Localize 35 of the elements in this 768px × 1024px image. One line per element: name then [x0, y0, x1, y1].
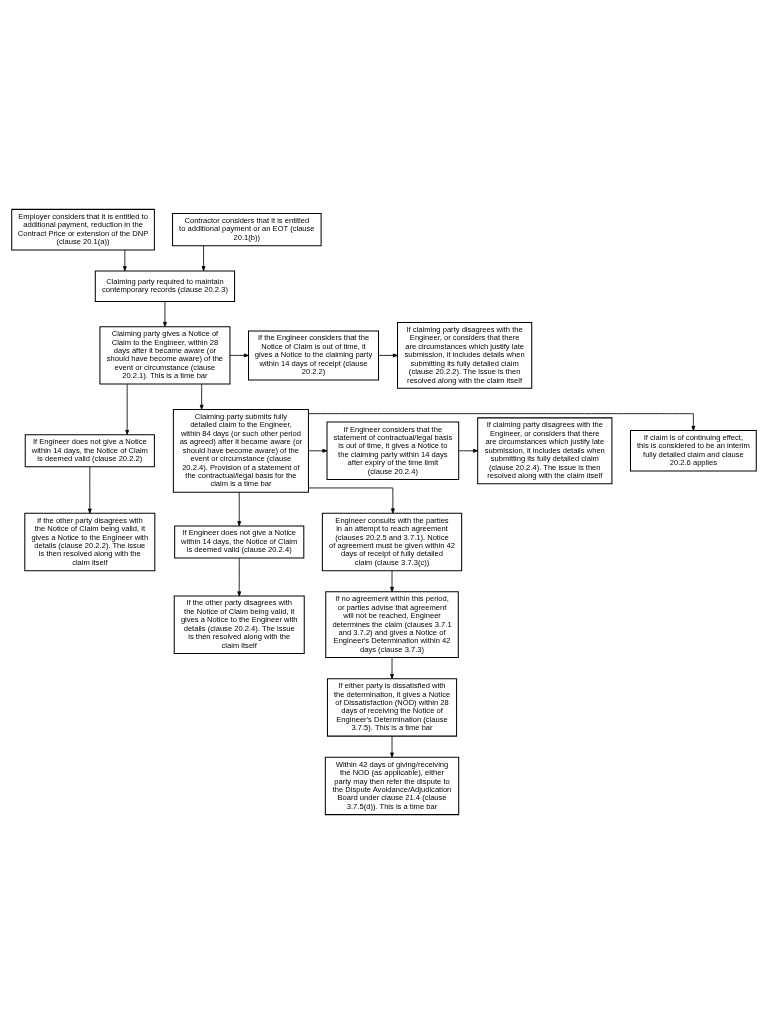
- node-box: Claiming party required to maintain contemporary records (clause 20.2.3): [94, 270, 236, 302]
- node-box: If Engineer does not give a Notice within 14 days, the Notice of Claim is deemed valid (clause 20.2.2): [24, 434, 155, 468]
- arrow: [229, 353, 249, 358]
- node-box: If Engineer considers that the statement of contractual/legal basis is out of time, it gives a Notice to the claiming party within 14 days after expiry of the time limit (clause 20.2.4): [326, 421, 460, 480]
- arrow: [308, 487, 395, 514]
- node-box: Employer considers that it is entitled to additional payment, reduction in the Contract Price or extension of the DNP (clause 20.1(a)): [11, 208, 155, 251]
- node-box: Contractor considers that it is entitled to additional payment or an EOT (clause 20.1(b)): [172, 213, 322, 247]
- arrow: [201, 245, 206, 272]
- arrow: [390, 570, 394, 592]
- node-box: If claim is of continuing effect, this is considered to be an interim fully detailed claim and clause 20.2.6 applies: [630, 430, 757, 472]
- node-box: If the Engineer considers that the Notice of Claim is out of time, it gives a Notice to the claiming party within 14 days of receipt (clause 20.2.2): [248, 330, 379, 381]
- arrow: [87, 466, 92, 514]
- node-box: Within 42 days of giving/receiving the NOD (as applicable), either party may then refer the dispute to the Dispute Avoidance/Adjudication Board under clause 21.4 (clause 3.7.5(d)). This is a time bar: [324, 756, 460, 816]
- node-box: If claiming party disagrees with the Engineer, or considers that there are circumstances which justify late submission, it includes details when submitting its fully detailed claim (clause 20.2.4). The issue is then resolved along with the claim itself: [477, 417, 613, 485]
- arrow: [237, 491, 242, 527]
- arrow: [125, 383, 130, 435]
- node-box: If Engineer does not give a Notice within 14 days, the Notice of Claim is deemed valid (clause 20.2.4): [174, 525, 305, 559]
- arrow: [390, 735, 394, 758]
- arrow: [390, 657, 394, 680]
- node-box: If either party is dissatisfied with the determination, it gives a Notice of Dissatisfaction (NOD) within 28 days of receiving the Notice of Engineer's Determination (clause 3.7.5). This is a time bar: [326, 678, 458, 737]
- node-box: Claiming party gives a Notice of Claim to the Engineer, within 28 days after it became aware (or should have become aware) of the event or circumstance (clause 20.2.1). This is a time bar: [99, 326, 231, 385]
- arrow: [199, 383, 204, 410]
- node-box: Engineer consults with the parties in an attempt to reach agreement (clauses 20.2.5 and 3.7.1). Notice of agreement must be given within 42 days of receipt of fully detailed claim (clause 3.7.3(c)): [321, 512, 463, 572]
- arrow: [308, 448, 328, 453]
- arrow: [378, 353, 398, 358]
- node-box: If the other party disagrees with the Notice of Claim being valid, it gives a Notice to the Engineer with details (clause 20.2.2). The issue is then resolved along with the claim itself: [24, 512, 156, 572]
- node-box: If the other party disagrees with the Notice of Claim being valid, it gives a Notice to the Engineer with details (clause 20.2.4). The issue is then resolved along with the claim itself: [173, 595, 305, 654]
- arrow: [237, 557, 242, 597]
- arrow: [122, 249, 127, 272]
- node-box: If no agreement within this period, or parties advise that agreement will not be reached, Engineer determines the claim (clauses 3.7.1 and 3.7.2) and gives a Notice of Engineer's Determination within 42 days (clause 3.7.3): [325, 591, 459, 659]
- arrow: [308, 413, 696, 431]
- arrow: [163, 301, 167, 327]
- node-box: If claiming party disagrees with the Engineer, or considers that there are circumstances which justify late submission, it includes details when submitting its fully detailed claim (clause 20.2.2). The issue is then resolved along with the claim itself: [397, 322, 533, 389]
- arrow: [458, 448, 479, 453]
- node-box: Claiming party submits fully detailed claim to the Engineer, within 84 days (or such other period as agreed) after it became aware (or should have become aware) of the event or circumstance (clause 20.2.4). Provision of a statement of the contractual/legal basis for the claim is a time bar: [172, 408, 309, 493]
